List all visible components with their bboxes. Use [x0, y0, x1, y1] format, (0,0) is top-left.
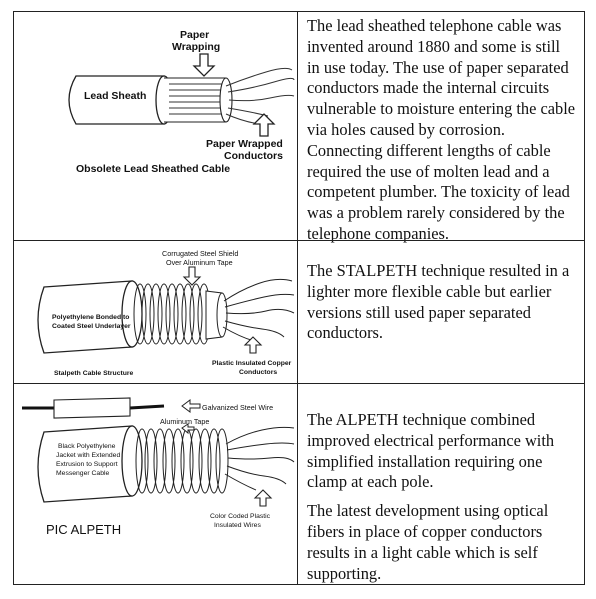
label-aluminum-tape: Aluminum Tape — [160, 417, 209, 426]
table-row: Corrugated Steel Shield Over Aluminum Ta… — [14, 240, 584, 383]
alpeth-diagram: Galvanized Steel Wire Aluminum Tape Blac… — [22, 397, 295, 537]
comparison-table: Paper Wrapping Lead Sheath Paper Wrapped… — [13, 11, 585, 585]
paragraph: The lead sheathed telephone cable was in… — [307, 16, 576, 243]
label-paper-wrapped: Paper Wrapped — [206, 138, 283, 150]
paragraph: The STALPETH technique resulted in a lig… — [307, 261, 570, 343]
label-coated-steel: Coated Steel Underlayer — [52, 323, 131, 330]
label-extrusion-support: Extrusion to Support — [56, 461, 118, 468]
label-galvanized-wire: Galvanized Steel Wire — [202, 403, 273, 412]
label-over-aluminum: Over Aluminum Tape — [166, 258, 233, 267]
diagram-caption: PIC ALPETH — [46, 522, 121, 537]
label-paper: Paper — [180, 29, 209, 41]
lead-sheath-diagram: Paper Wrapping Lead Sheath Paper Wrapped… — [68, 29, 295, 175]
stalpeth-diagram-cell: Corrugated Steel Shield Over Aluminum Ta… — [14, 241, 298, 383]
label-jacket-extended: Jacket with Extended — [56, 452, 120, 459]
stalpeth-diagram: Corrugated Steel Shield Over Aluminum Ta… — [37, 249, 295, 377]
label-black-polyethylene: Black Polyethylene — [58, 443, 116, 450]
table-row: Galvanized Steel Wire Aluminum Tape Blac… — [14, 383, 584, 584]
lead-sheath-description: The lead sheathed telephone cable was in… — [298, 12, 584, 243]
label-insulated-wires: Insulated Wires — [214, 522, 261, 529]
paragraph: The latest development using optical fib… — [307, 501, 549, 583]
label-wrapping: Wrapping — [172, 41, 220, 53]
paragraph: The ALPETH technique combined improved e… — [307, 410, 555, 492]
label-corrugated-shield: Corrugated Steel Shield — [162, 249, 238, 258]
stalpeth-description: The STALPETH technique resulted in a lig… — [298, 241, 584, 383]
diagram-caption: Obsolete Lead Sheathed Cable — [76, 163, 230, 175]
label-conductors: Conductors — [239, 369, 277, 376]
label-messenger-cable: Messenger Cable — [56, 470, 109, 477]
diagram-caption: Stalpeth Cable Structure — [54, 370, 134, 377]
table-row: Paper Wrapping Lead Sheath Paper Wrapped… — [14, 12, 584, 243]
label-conductors: Conductors — [224, 150, 283, 162]
alpeth-description: The ALPETH technique combined improved e… — [298, 384, 584, 584]
lead-sheath-diagram-cell: Paper Wrapping Lead Sheath Paper Wrapped… — [14, 12, 298, 240]
label-plastic-insulated: Plastic Insulated Copper — [212, 360, 292, 367]
label-polyethylene: Polyethylene Bonded to — [52, 314, 129, 321]
label-lead-sheath: Lead Sheath — [84, 90, 146, 102]
alpeth-diagram-cell: Galvanized Steel Wire Aluminum Tape Blac… — [14, 384, 298, 584]
label-color-coded: Color Coded Plastic — [210, 513, 271, 520]
